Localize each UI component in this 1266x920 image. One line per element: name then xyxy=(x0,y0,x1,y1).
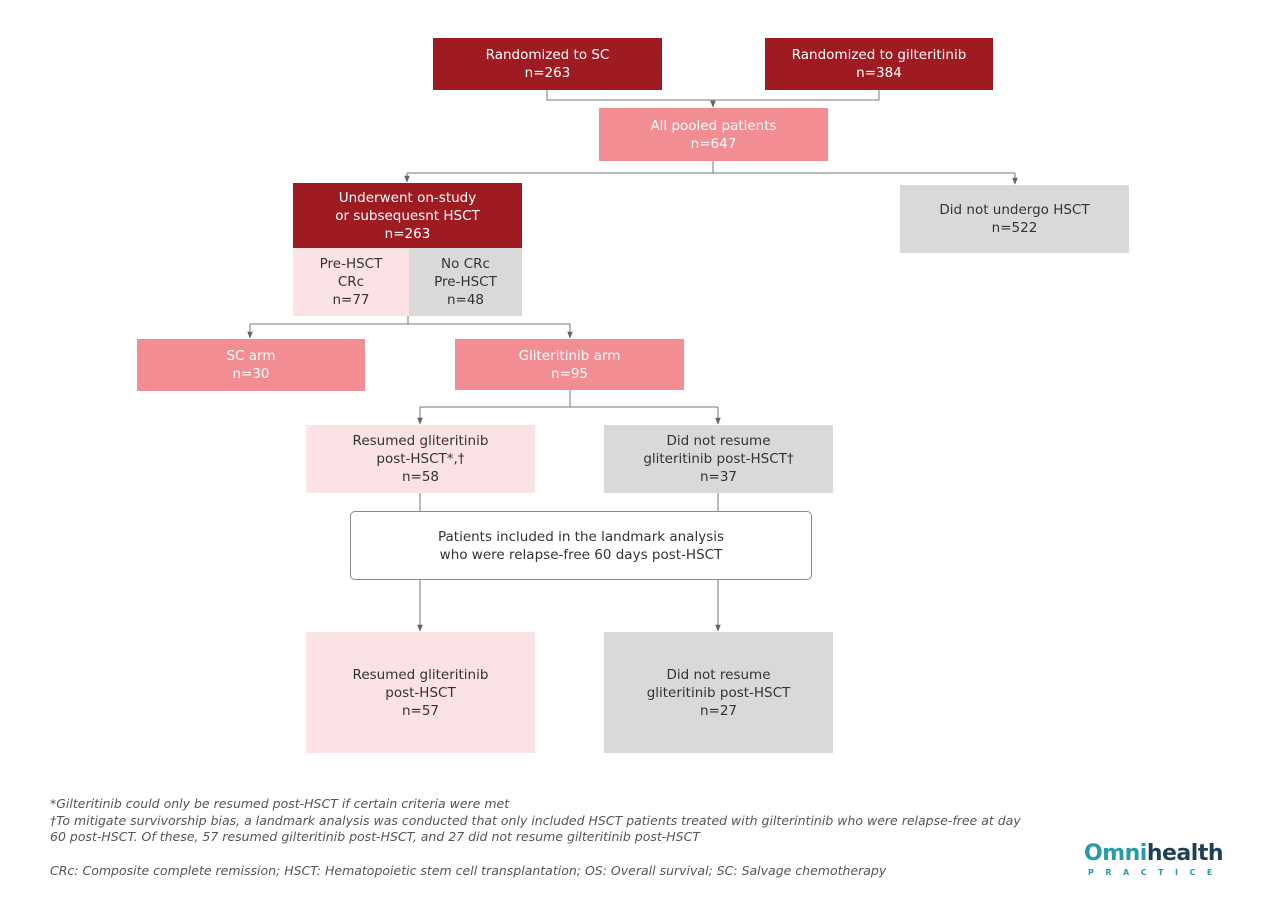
no-hsct-box: Did not undergo HSCT n=522 xyxy=(900,185,1129,253)
logo-omni: Omni xyxy=(1084,841,1147,866)
footnote-dagger-line2: 60 post-HSCT. Of these, 57 resumed gilte… xyxy=(50,829,700,844)
footnote-abbreviations: CRc: Composite complete remission; HSCT:… xyxy=(50,863,887,878)
randomized-sc-box: Randomized to SC n=263 xyxy=(433,38,662,90)
not-resumed-final-box: Did not resume gliteritinib post-HSCT n=… xyxy=(604,632,833,753)
omnihealth-logo: Omnihealth PRACTICE xyxy=(1084,842,1224,878)
pre-hsct-crc-box: Pre-HSCT CRc n=77 xyxy=(293,248,409,316)
not-resumed-box: Did not resume gliteritinib post-HSCT† n… xyxy=(604,425,833,493)
resumed-final-box: Resumed gliteritinib post-HSCT n=57 xyxy=(306,632,535,753)
logo-health: health xyxy=(1146,841,1224,866)
randomized-gilteritinib-box: Randomized to gilteritinib n=384 xyxy=(765,38,993,90)
logo-subtitle: PRACTICE xyxy=(1088,868,1224,877)
pooled-patients-box: All pooled patients n=647 xyxy=(599,108,828,161)
footnote-dagger-line1: †To mitigate survivorship bias, a landma… xyxy=(50,813,1021,828)
footnote-asterisk: *Gilteritinib could only be resumed post… xyxy=(50,796,510,811)
logo-wordmark: Omnihealth xyxy=(1084,841,1224,866)
no-crc-box: No CRc Pre-HSCT n=48 xyxy=(409,248,522,316)
underwent-hsct-box: Underwent on-study or subsequesnt HSCT n… xyxy=(293,183,522,248)
sc-arm-box: SC arm n=30 xyxy=(137,339,365,391)
resumed-box: Resumed gliteritinib post-HSCT*,† n=58 xyxy=(306,425,535,493)
landmark-analysis-box: Patients included in the landmark analys… xyxy=(350,511,812,580)
gilteritinib-arm-box: Gliteritinib arm n=95 xyxy=(455,339,684,390)
